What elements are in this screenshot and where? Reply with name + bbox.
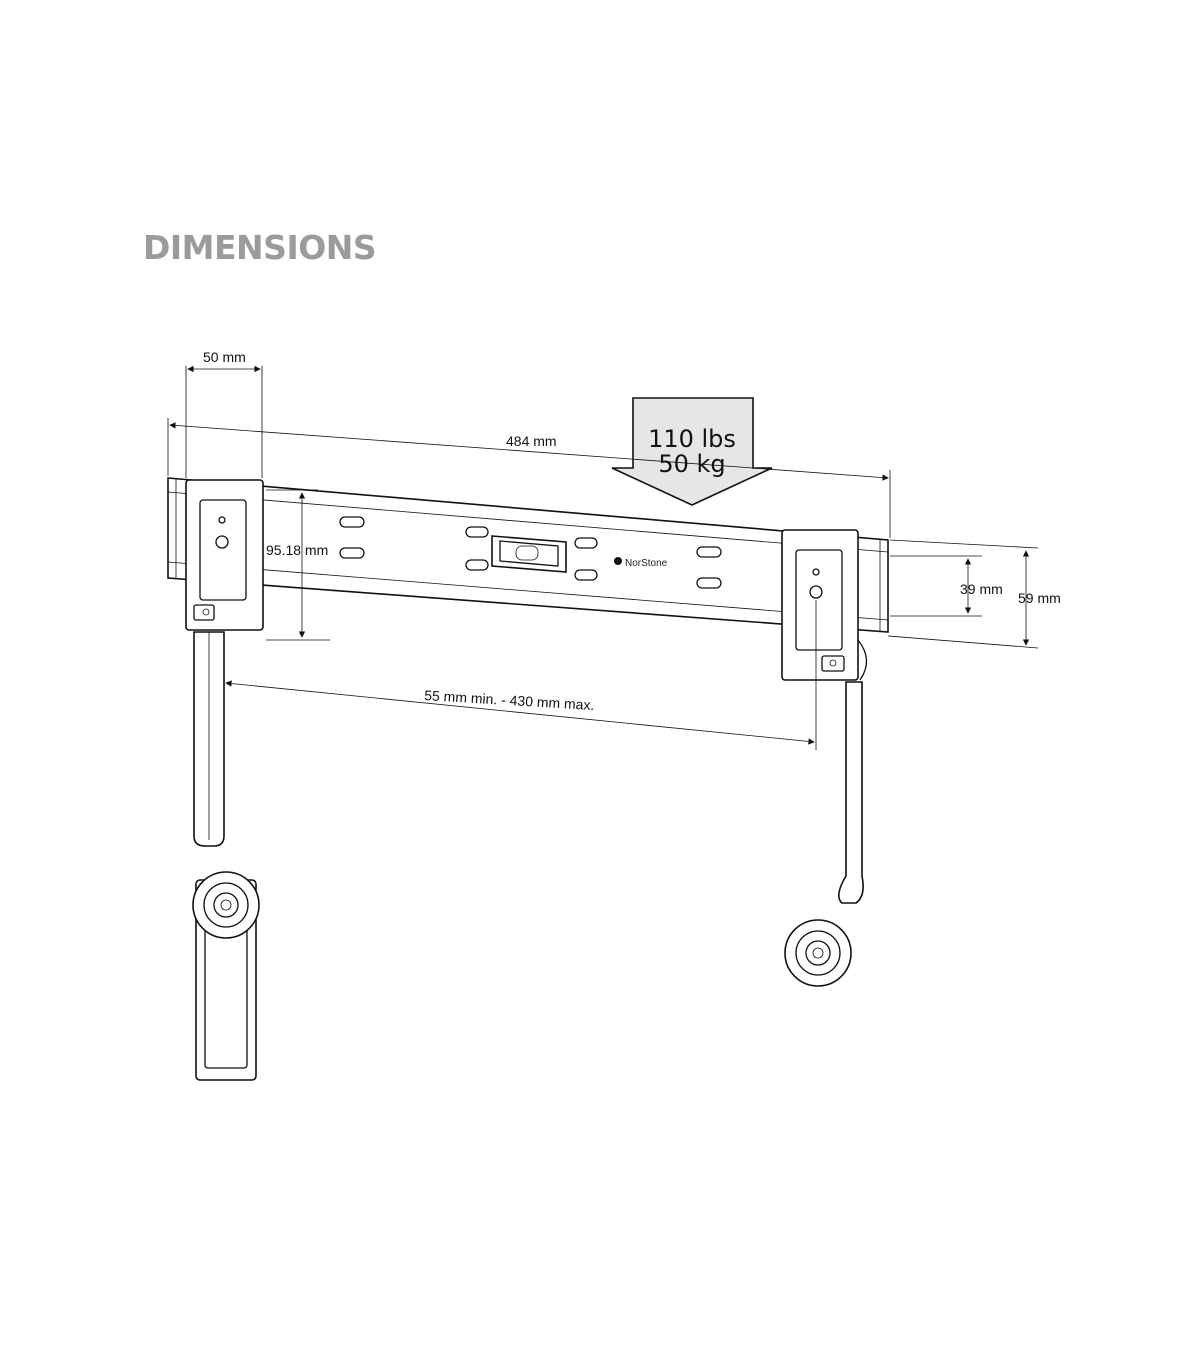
mounting-slots [339,516,722,589]
page-title: DIMENSIONS [143,228,377,267]
left-spacer-strap [192,871,260,1081]
brand-logo: NorStone [614,557,668,569]
svg-text:59 mm: 59 mm [1018,590,1061,606]
svg-text:95.18 mm: 95.18 mm [266,542,328,558]
right-spacer [784,919,852,987]
dim-overall-width: 484 mm [167,418,891,538]
weight-arrow: 110 lbs 50 kg [611,397,773,506]
spirit-level [491,535,567,573]
svg-text:39 mm: 39 mm [960,581,1003,597]
dim-inner-39: 39 mm [890,555,1003,617]
left-bracket [185,479,264,847]
dim-height-95: 95.18 mm [266,489,330,641]
svg-text:110 lbs: 110 lbs [648,425,736,453]
svg-text:484 mm: 484 mm [506,433,557,449]
svg-text:50 mm: 50 mm [203,349,246,365]
right-bracket [781,529,868,904]
svg-text:50 kg: 50 kg [658,450,725,478]
svg-text:55 mm min. - 430 mm max.: 55 mm min. - 430 mm max. [424,687,595,713]
dim-spacing: 55 mm min. - 430 mm max. [223,600,817,750]
svg-text:NorStone: NorStone [625,558,668,569]
dim-outer-59: 59 mm [887,539,1061,649]
dim-bracket-width: 50 mm [185,349,263,478]
